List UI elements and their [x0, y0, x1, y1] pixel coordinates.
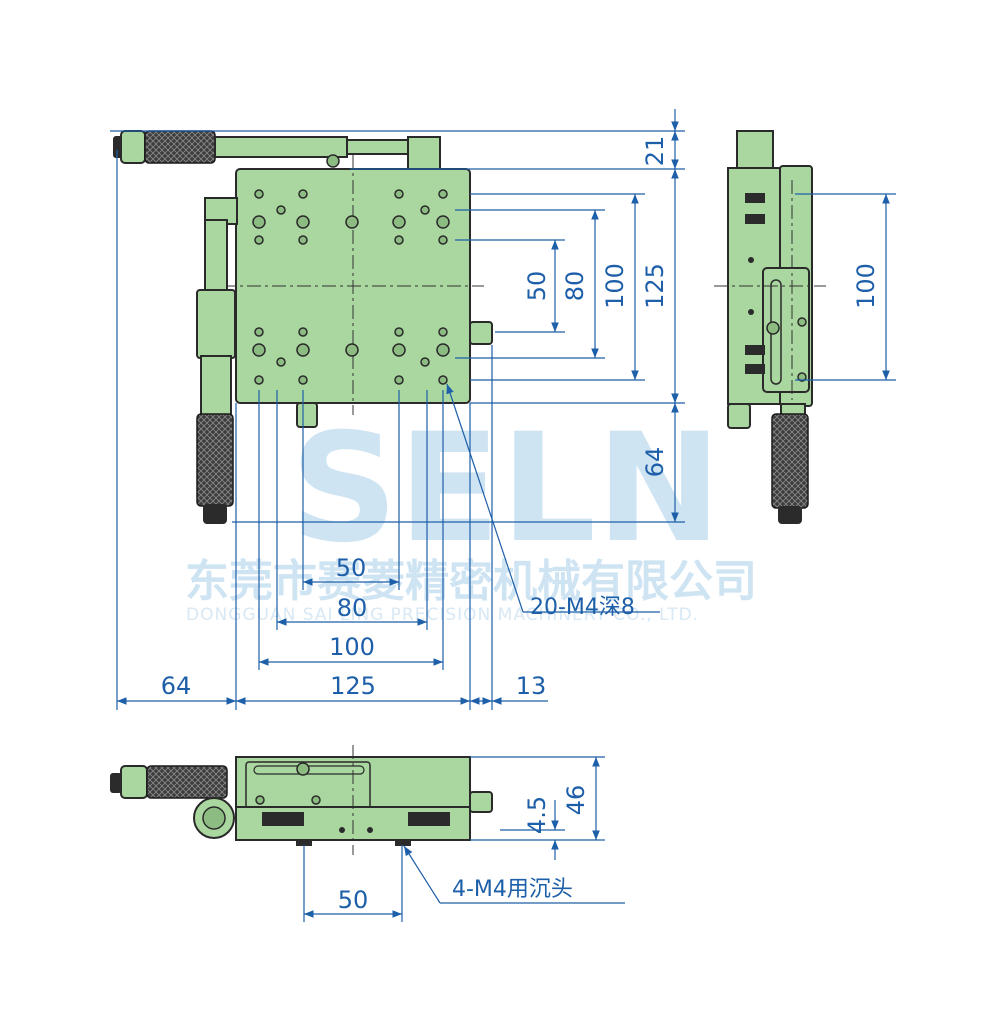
dim-64-horizontal: 64	[161, 672, 192, 700]
dim-80-horizontal: 80	[337, 594, 368, 622]
side-dim-100: 100	[852, 263, 880, 309]
dim-64-vertical: 64	[641, 447, 669, 478]
front-view-dimensions: 46 4.5 50 4-M4用沉头	[303, 756, 625, 922]
watermark-company-cn: 东莞市赛菱精密机械有限公司	[185, 556, 757, 607]
dim-50-horizontal: 50	[336, 554, 367, 582]
watermark: SELN 东莞市赛菱精密机械有限公司 DONGGUAN SAI LING PRE…	[185, 402, 757, 625]
side-view	[714, 130, 826, 524]
dim-50-vertical: 50	[523, 271, 551, 302]
dim-21: 21	[641, 136, 669, 167]
dim-80-vertical: 80	[561, 271, 589, 302]
hole-note-4-m4: 4-M4用沉头	[452, 877, 573, 902]
top-holes	[252, 189, 450, 385]
top-view	[113, 130, 493, 524]
front-dim-4-5: 4.5	[523, 796, 551, 834]
hole-note-20-m4: 20-M4深8	[530, 595, 635, 620]
dim-100-horizontal: 100	[329, 633, 375, 661]
dim-125-horizontal: 125	[330, 672, 376, 700]
front-dim-50: 50	[338, 886, 369, 914]
top-view-dimensions	[110, 109, 685, 710]
knurl-grip	[144, 130, 216, 164]
dim-125-vertical: 125	[641, 263, 669, 309]
dim-13: 13	[516, 672, 547, 700]
top-view-labels: 21 125 100 80 50 64 50 80 100 125 64 13 …	[161, 136, 669, 700]
side-view-dimensions: 100	[795, 193, 896, 381]
front-dim-46: 46	[562, 785, 590, 816]
watermark-logo: SELN	[290, 402, 722, 576]
top-micrometer	[113, 130, 441, 172]
front-view	[110, 745, 493, 855]
left-micrometer	[196, 197, 238, 524]
dim-100-vertical: 100	[601, 263, 629, 309]
